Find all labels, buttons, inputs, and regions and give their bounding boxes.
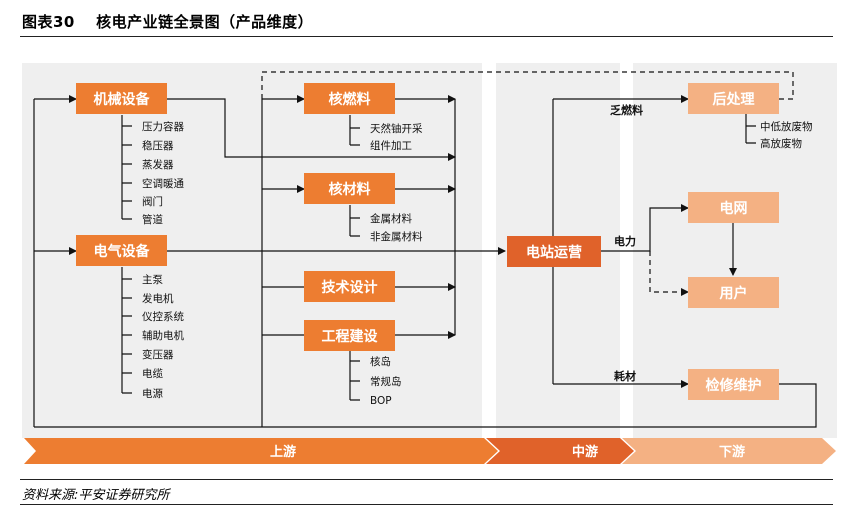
edge-label-spent-fuel: 乏燃料: [610, 103, 643, 117]
fuel-item: 组件加工: [370, 139, 412, 152]
mech-item: 阀门: [142, 195, 163, 208]
node-elec: 电气设备: [76, 235, 167, 266]
node-fuel-label: 核燃料: [329, 91, 371, 108]
mech-item: 管道: [142, 213, 163, 226]
source-note: 资料来源:平安证券研究所: [22, 488, 170, 503]
node-fuel: 核燃料: [304, 83, 395, 114]
mech-item: 稳压器: [142, 139, 174, 152]
stage-label-midstream: 中游: [572, 444, 598, 460]
node-tech: 技术设计: [304, 271, 395, 302]
elec-item: 变压器: [142, 348, 174, 361]
mech-ticks: [122, 125, 132, 220]
edge-label-consumables: 耗材: [614, 369, 636, 383]
node-post-label: 后处理: [713, 91, 755, 108]
node-engineering-label: 工程建设: [322, 328, 379, 345]
material-item: 非金属材料: [370, 230, 423, 243]
fuel-item: 天然铀开采: [370, 122, 423, 135]
elec-item: 主泵: [142, 274, 163, 286]
station-to-user-dashed: [649, 251, 689, 296]
elec-item: 发电机: [142, 292, 174, 305]
engineering-bracket: [349, 351, 360, 401]
edge-label-power: 电力: [614, 234, 636, 248]
node-station-label: 电站运营: [526, 244, 582, 261]
source-top-rule: [20, 479, 833, 480]
elec-item: 仪控系统: [142, 310, 184, 323]
node-mech: 机械设备: [76, 83, 167, 114]
recycle-dashed-line: [261, 71, 794, 100]
node-engineering: 工程建设: [304, 320, 395, 351]
mech-item: 空调暖通: [142, 177, 184, 190]
node-station: 电站运营: [507, 236, 601, 267]
elec-item: 电源: [142, 387, 163, 400]
node-user: 用户: [688, 277, 779, 308]
node-post: 后处理: [688, 83, 779, 114]
top-rule: [20, 36, 833, 37]
engineering-item: 常规岛: [370, 375, 402, 388]
engineering-item: 核岛: [370, 355, 391, 368]
elec-item: 辅助电机: [142, 329, 184, 342]
material-item: 金属材料: [370, 212, 412, 225]
node-elec-label: 电气设备: [94, 243, 151, 260]
mech-item: 蒸发器: [142, 158, 174, 171]
node-mech-label: 机械设备: [94, 91, 151, 108]
post-item: 中低放废物: [760, 120, 813, 133]
mech-to-bus-line: [167, 98, 456, 161]
node-grid-label: 电网: [720, 200, 748, 217]
elec-ticks: [122, 278, 132, 394]
maintenance-loop-line: [34, 383, 817, 428]
stage-bar-upstream: [24, 438, 498, 464]
stage-label-downstream: 下游: [719, 444, 745, 460]
station-to-grid-arrow: [601, 204, 689, 252]
stage-bar-midstream: [486, 438, 634, 464]
figure-title: 图表30 核电产业链全景图（产品维度）: [22, 13, 314, 31]
post-item: 高放废物: [760, 137, 802, 150]
fuel-bracket: [349, 115, 360, 146]
node-grid: 电网: [688, 192, 779, 223]
source-bottom-rule: [20, 504, 833, 505]
node-material-label: 核材料: [329, 181, 371, 198]
post-bracket: [745, 114, 756, 144]
stage-label-upstream: 上游: [270, 444, 296, 460]
node-tech-label: 技术设计: [322, 279, 378, 296]
node-maintenance-label: 检修维护: [706, 377, 762, 394]
node-maintenance: 检修维护: [688, 369, 779, 400]
mech-item: 压力容器: [142, 120, 184, 133]
engineering-item: BOP: [370, 395, 392, 407]
material-bracket: [349, 205, 360, 237]
node-material: 核材料: [304, 173, 395, 204]
elec-item: 电缆: [142, 367, 163, 380]
stage-bar-downstream: [622, 438, 836, 464]
node-user-label: 用户: [720, 285, 748, 302]
